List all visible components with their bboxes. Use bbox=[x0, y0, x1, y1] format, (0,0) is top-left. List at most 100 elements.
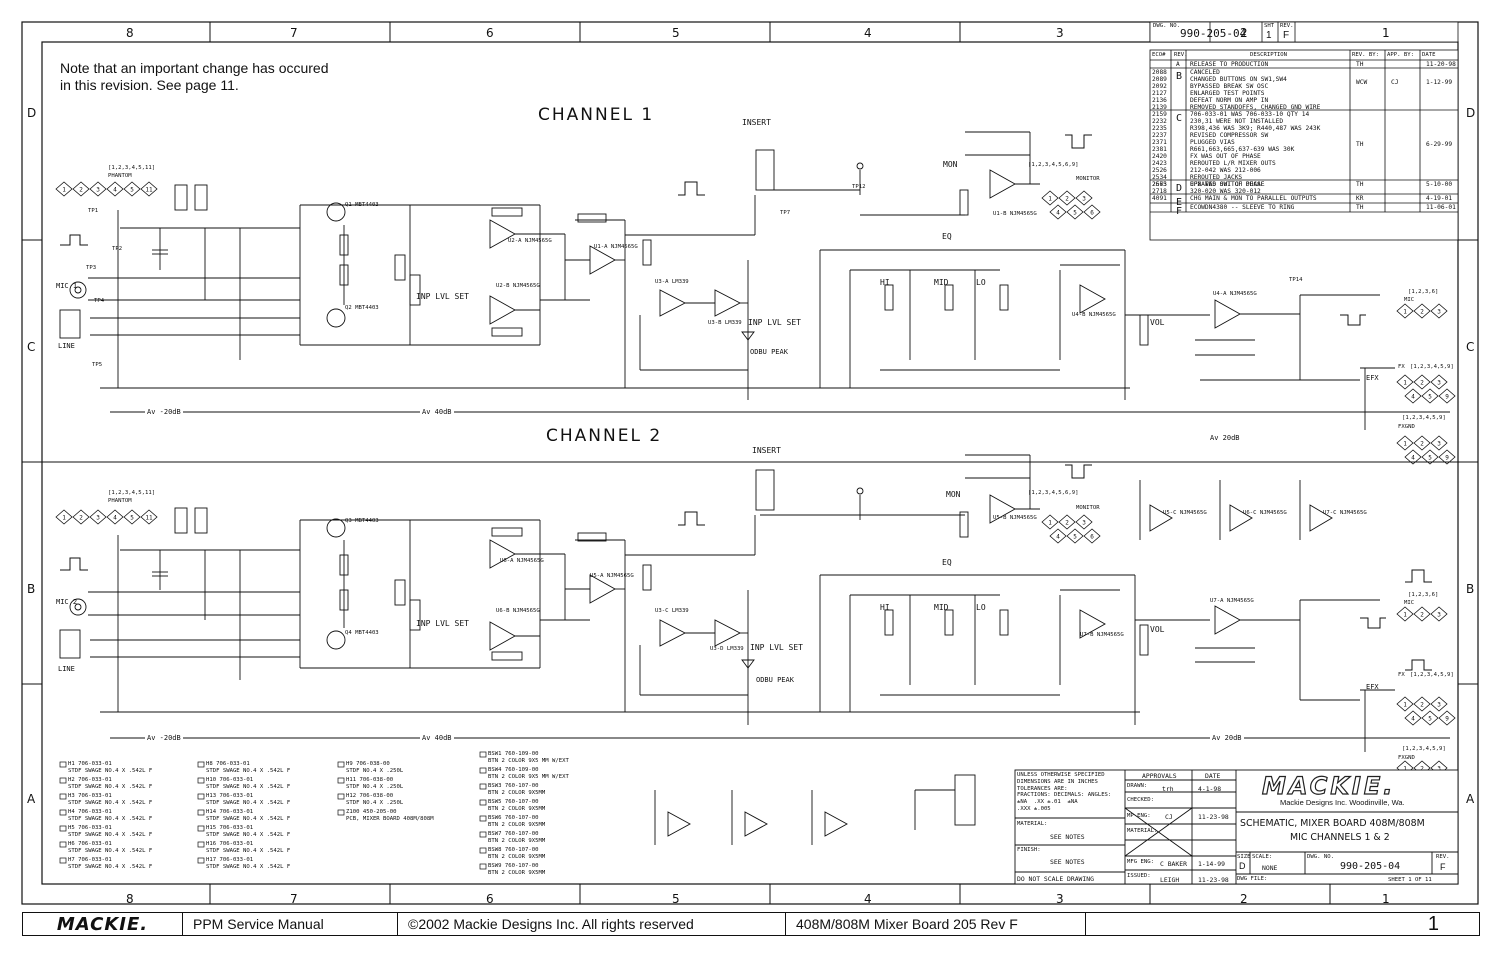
ch1-tp1: TP1 bbox=[88, 208, 99, 214]
ref-diamond-label: 9 bbox=[1445, 455, 1449, 462]
material-label-2: MATERIAL: bbox=[1127, 828, 1158, 834]
zone-col-5-top: 5 bbox=[672, 26, 680, 40]
ref-diamond bbox=[89, 181, 107, 197]
checked-label: CHECKED: bbox=[1127, 797, 1154, 803]
zone-ticks bbox=[22, 22, 1478, 904]
rev-header-3: REV. BY: bbox=[1352, 52, 1379, 58]
bom-mid-H10: H10 706-033-01 bbox=[206, 777, 254, 783]
sht-value: 1 bbox=[1266, 30, 1272, 41]
ref-diamond-label: 2 bbox=[79, 515, 83, 522]
ch2-u5b: U5-B NJM4565G bbox=[993, 515, 1037, 521]
zone-row-A-right: A bbox=[1466, 792, 1475, 806]
sheet-count: SHEET 1 OF 11 bbox=[1388, 877, 1432, 883]
mfg-eng-value: C BAKER bbox=[1160, 860, 1187, 868]
ref-diamond-label: 2 bbox=[1420, 441, 1424, 448]
bom-box-H2 bbox=[59, 777, 67, 784]
ch2-mon-label: MON bbox=[946, 490, 961, 499]
bom-mid-H8-desc: STDF SWAGE NO.4 X .542L F bbox=[206, 768, 291, 774]
ref-diamond-label: 5 bbox=[1073, 534, 1077, 541]
ch1-efx-label: EFX bbox=[1366, 374, 1379, 382]
ch2-u7b: U7-B NJM4565G bbox=[1080, 632, 1124, 638]
ref-diamond-label: 2 bbox=[1420, 766, 1424, 773]
rev-row-A-col-3: TH bbox=[1356, 61, 1364, 68]
bom-box-H7 bbox=[59, 857, 67, 864]
ref-diamond bbox=[1066, 528, 1084, 544]
ch1-u2b: U2-B NJM4565G bbox=[496, 283, 540, 289]
waveform-symbols bbox=[60, 134, 1432, 671]
ref-diamond bbox=[1075, 514, 1093, 530]
ref-diamond-label: 3 bbox=[1082, 520, 1086, 527]
ch1-monitor-label: MONITOR bbox=[1076, 176, 1100, 182]
zone-row-C-left: C bbox=[27, 340, 36, 354]
zone-col-3-top: 3 bbox=[1056, 26, 1064, 40]
ch2-monitor-refs: [1,2,3,4,5,6,9] bbox=[1028, 490, 1079, 496]
bom-bsw-BSW1: BSW1 760-109-00 bbox=[488, 751, 539, 757]
ref-diamond bbox=[1075, 190, 1093, 206]
ref-diamond bbox=[1041, 190, 1059, 206]
ref-diamond bbox=[1430, 435, 1448, 451]
bom-box-BSW3 bbox=[479, 783, 487, 790]
ch1-tp12: TP12 bbox=[852, 184, 866, 190]
ch1-q2: Q2 MBT4403 bbox=[345, 305, 379, 311]
drawing-title-2: MIC CHANNELS 1 & 2 bbox=[1290, 832, 1390, 843]
ch2-gain-c: Av 20dB bbox=[1210, 734, 1244, 742]
rev-row-B-col-2: CANCELED CHANGED BUTTONS ON SW1,SW4 BYPA… bbox=[1190, 69, 1321, 111]
ref-diamond bbox=[1430, 374, 1448, 390]
bom-box-BSW7 bbox=[479, 831, 487, 838]
channel-2-wiring bbox=[59, 454, 1450, 752]
bom-h-Z100: Z100 450-205-00 bbox=[346, 809, 397, 815]
ref-diamond bbox=[106, 509, 124, 525]
bom-left-H7-desc: STDF SWAGE NO.4 X .542L F bbox=[68, 864, 153, 870]
footer-manual-cell: PPM Service Manual bbox=[183, 913, 398, 935]
zone-col-7-top: 7 bbox=[290, 26, 298, 40]
ch1-mon-label: MON bbox=[943, 160, 958, 169]
bom-h-H12: H12 706-038-00 bbox=[346, 793, 394, 799]
company-subtitle: Mackie Designs Inc. Woodinville, Wa. bbox=[1280, 798, 1405, 807]
ref-diamond-label: 1 bbox=[1403, 702, 1407, 709]
bom-box-H4 bbox=[59, 809, 67, 816]
ch2-fx-refs: [1,2,3,4,5,9] bbox=[1410, 672, 1454, 678]
ch1-fx-label: FX bbox=[1398, 364, 1405, 370]
rev-row-D-col-3: TH bbox=[1356, 181, 1364, 188]
channel-1-wiring bbox=[59, 131, 1450, 430]
zone-col-5-bottom: 5 bbox=[672, 892, 680, 906]
bom-left-H4: H4 706-033-01 bbox=[68, 809, 112, 815]
ch2-q3: Q3 MBT4403 bbox=[345, 518, 379, 524]
bom-left-H6-desc: STDF SWAGE NO.4 X .542L F bbox=[68, 848, 153, 854]
rev-row-B-col-0: 2088 2089 2092 2127 2136 2139 bbox=[1152, 69, 1167, 111]
ch1-u2a: U2-A NJM4565G bbox=[508, 238, 552, 244]
rev-header-0: ECO# bbox=[1152, 52, 1166, 58]
ch1-tp7: TP7 bbox=[780, 210, 791, 216]
ref-diamond-label: 3 bbox=[1437, 702, 1441, 709]
zone-col-4-bottom: 4 bbox=[864, 892, 872, 906]
ref-diamond bbox=[1413, 696, 1431, 712]
tb-rev-label: REV. bbox=[1436, 854, 1450, 860]
page-footer: MACKIE. PPM Service Manual ©2002 Mackie … bbox=[22, 912, 1480, 936]
rev-row-C-col-3: TH bbox=[1356, 141, 1364, 148]
bom-bsw-BSW7: BSW7 760-107-00 bbox=[488, 831, 539, 837]
ch1-mic-refs: [1,2,3,6] bbox=[1408, 289, 1439, 295]
bom-h-H11: H11 706-038-00 bbox=[346, 777, 394, 783]
bom-box-BSW5 bbox=[479, 799, 487, 806]
ch2-line-label: LINE bbox=[58, 665, 75, 673]
bom-left-H2-desc: STDF SWAGE NO.4 X .542L F bbox=[68, 784, 153, 790]
ref-diamond-label: 2 bbox=[1420, 309, 1424, 316]
tolerance-note: UNLESS OTHERWISE SPECIFIED DIMENSIONS AR… bbox=[1017, 772, 1112, 812]
ch2-gain-a: Av -20dB bbox=[145, 734, 183, 742]
dwgno-label: DWG. NO. bbox=[1307, 854, 1334, 860]
ch2-u6b: U6-B NJM4565G bbox=[496, 608, 540, 614]
ch1-phantom-refs: [1,2,3,4,5,11] bbox=[108, 165, 156, 171]
ch1-mid-label: MID bbox=[934, 278, 949, 287]
ref-diamond bbox=[123, 509, 141, 525]
rev-row-B-col-3: WCW bbox=[1356, 79, 1368, 86]
ref-diamond bbox=[1430, 303, 1448, 319]
ref-diamond bbox=[1404, 710, 1422, 726]
ch2-odbu-label: ODBU PEAK bbox=[756, 676, 794, 684]
bom-left-H4-desc: STDF SWAGE NO.4 X .542L F bbox=[68, 816, 153, 822]
rev-row-F-col-5: 11-06-01 bbox=[1426, 204, 1456, 211]
bom-left-H3: H3 706-033-01 bbox=[68, 793, 112, 799]
mp-eng-label: MP ENG: bbox=[1127, 813, 1151, 819]
bom-left-H1: H1 706-033-01 bbox=[68, 761, 112, 767]
ref-diamond-label: 3 bbox=[1437, 612, 1441, 619]
